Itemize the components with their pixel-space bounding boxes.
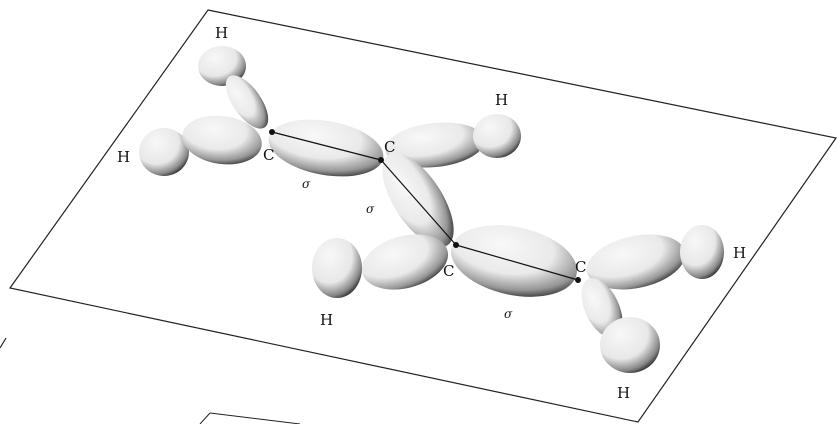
carbon-nucleus: [575, 277, 581, 283]
label-sigma-2: σ: [366, 202, 375, 216]
label-sigma-3: σ: [504, 307, 513, 321]
hydrogen-s-orbital: [139, 128, 189, 176]
label-c2: C: [384, 138, 395, 156]
hydrogen-s-orbital: [473, 114, 521, 158]
carbon-nucleus: [269, 129, 275, 135]
label-h5: H: [733, 244, 746, 262]
label-h4: H: [320, 311, 333, 329]
label-c4: C: [575, 258, 586, 276]
label-c3: C: [443, 262, 454, 280]
label-h2: H: [117, 148, 130, 166]
hydrogen-s-orbital: [600, 317, 660, 373]
edge-fragment: [0, 338, 6, 348]
edge-fragment: [210, 413, 300, 424]
label-h3: H: [495, 91, 508, 109]
hydrogen-s-orbital: [680, 225, 724, 279]
label-h6: H: [617, 384, 630, 402]
label-sigma-1: σ: [302, 177, 311, 191]
carbon-nucleus: [453, 242, 459, 248]
carbon-nucleus: [378, 157, 384, 163]
edge-fragment: [200, 413, 210, 424]
sigma-bond-orbital: [444, 214, 583, 307]
hydrogen-s-orbital: [312, 238, 362, 298]
label-c1: C: [263, 146, 274, 164]
label-h1: H: [215, 24, 228, 42]
sigma-bond-orbital: [264, 111, 388, 184]
